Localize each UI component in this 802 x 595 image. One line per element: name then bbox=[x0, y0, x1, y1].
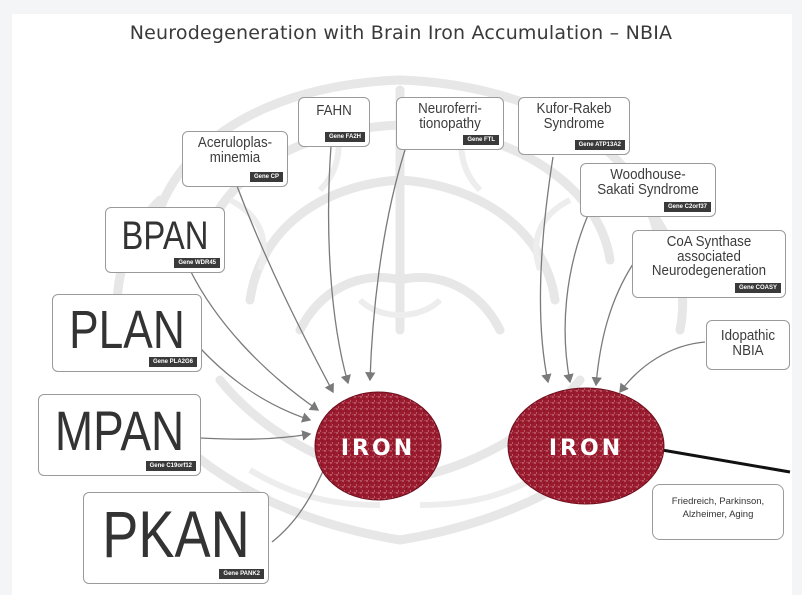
box-mpan: MPAN Gene C19orf12 bbox=[38, 394, 201, 476]
diagram-title: Neurodegeneration with Brain Iron Accumu… bbox=[0, 22, 802, 44]
label-bpan: BPAN bbox=[117, 208, 214, 256]
gene-mpan: Gene C19orf12 bbox=[146, 461, 196, 471]
arrow-fahn bbox=[329, 146, 348, 383]
box-aceruloplasminemia: Aceruloplas- minemia Gene CP bbox=[182, 131, 288, 187]
label-mpan: MPAN bbox=[53, 395, 185, 459]
box-woodhouse-sakati: Woodhouse- Sakati Syndrome Gene C2orf37 bbox=[580, 163, 716, 217]
box-other-conditions: Friedreich, Parkinson, Alzheimer, Aging bbox=[652, 484, 784, 540]
arrow-plan bbox=[200, 348, 310, 420]
label-plan: PLAN bbox=[66, 295, 187, 357]
gene-plan: Gene PLA2G6 bbox=[149, 357, 197, 367]
arrow-woodhouse bbox=[565, 215, 588, 382]
line-other-conditions bbox=[662, 450, 790, 472]
gene-bpan: Gene WDR45 bbox=[174, 258, 220, 268]
label-idiopathic-nbia: Idopathic NBIA bbox=[710, 321, 785, 358]
box-pkan: PKAN Gene PANK2 bbox=[83, 492, 269, 584]
gene-pkan: Gene PANK2 bbox=[219, 569, 264, 579]
gene-kufor-rakeb: Gene ATP13A2 bbox=[575, 140, 625, 150]
label-coa-synthase: CoA Synthase associated Neurodegeneratio… bbox=[639, 231, 779, 279]
gene-fahn: Gene FA2H bbox=[325, 132, 365, 142]
gene-coa-synthase: Gene COASY bbox=[735, 283, 781, 293]
iron-right-label: IRON bbox=[549, 436, 623, 461]
arrow-idiopathic bbox=[620, 342, 705, 392]
label-kufor-rakeb: Kufor-Rakeb Syndrome bbox=[523, 98, 624, 131]
gene-woodhouse-sakati: Gene C2orf37 bbox=[664, 202, 711, 212]
arrow-coa bbox=[596, 264, 633, 385]
label-aceruloplasminemia: Aceruloplas- minemia bbox=[187, 132, 283, 165]
box-fahn: FAHN Gene FA2H bbox=[298, 97, 370, 147]
iron-left-label: IRON bbox=[341, 436, 415, 461]
gene-neuroferritinopathy: Gene FTL bbox=[463, 135, 499, 145]
label-fahn: FAHN bbox=[302, 98, 366, 119]
label-neuroferritinopathy: Neuroferri- tionopathy bbox=[401, 98, 499, 131]
box-bpan: BPAN Gene WDR45 bbox=[105, 207, 225, 273]
box-neuroferritinopathy: Neuroferri- tionopathy Gene FTL bbox=[396, 97, 504, 150]
box-idiopathic-nbia: Idopathic NBIA bbox=[706, 320, 790, 370]
box-plan: PLAN Gene PLA2G6 bbox=[52, 294, 202, 372]
box-kufor-rakeb: Kufor-Rakeb Syndrome Gene ATP13A2 bbox=[518, 97, 630, 155]
label-pkan: PKAN bbox=[101, 493, 252, 567]
label-woodhouse-sakati: Woodhouse- Sakati Syndrome bbox=[586, 164, 709, 197]
gene-aceruloplasminemia: Gene CP bbox=[250, 172, 283, 182]
box-coa-synthase: CoA Synthase associated Neurodegeneratio… bbox=[632, 230, 786, 298]
